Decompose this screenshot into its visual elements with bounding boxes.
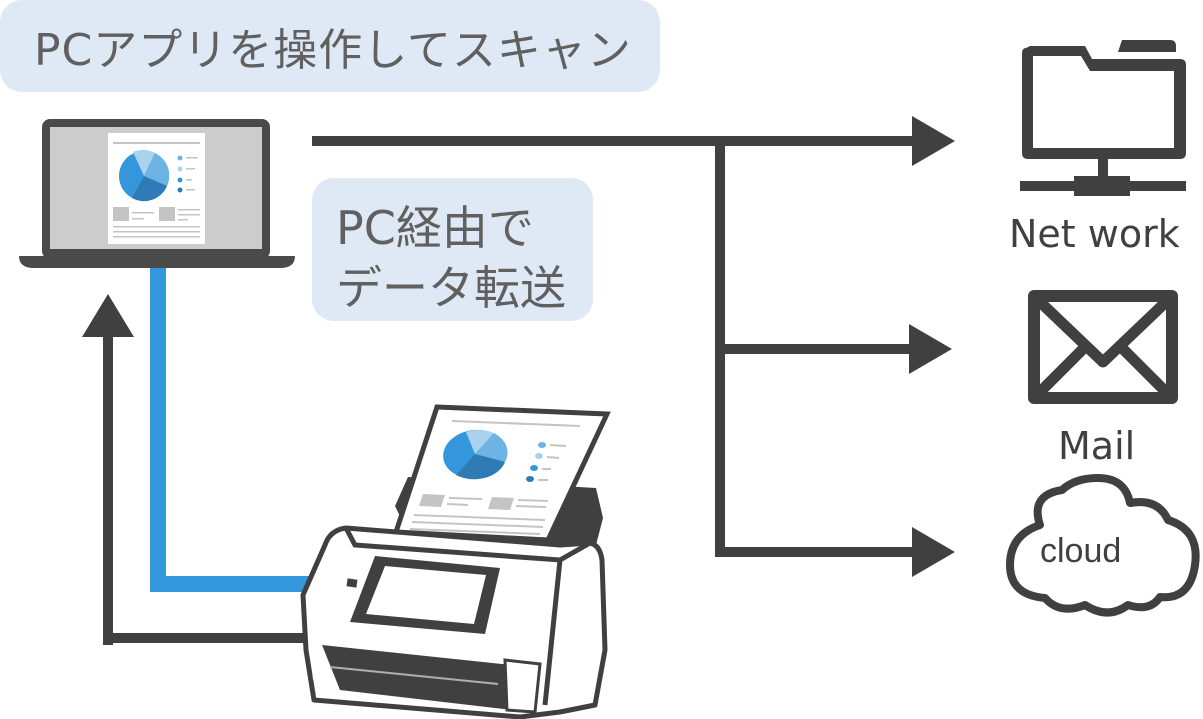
laptop-icon bbox=[19, 119, 295, 268]
envelope-icon bbox=[1028, 290, 1178, 404]
cloud-icon bbox=[1006, 474, 1200, 617]
pc-transfer-line2: データ転送 bbox=[336, 261, 566, 315]
scanner-document-icon bbox=[392, 404, 611, 543]
banner-text: PCアプリを操作してスキャン bbox=[34, 25, 632, 76]
destination-label-mail: Mail bbox=[1058, 424, 1136, 468]
destination-label-network: Net work bbox=[1009, 212, 1180, 256]
arrow-to-cloud bbox=[912, 527, 955, 577]
destination-label-cloud: cloud bbox=[1040, 532, 1122, 570]
scanner-device-icon bbox=[300, 404, 611, 719]
scan-return-arrow bbox=[82, 294, 306, 645]
pc-connection-line bbox=[150, 268, 312, 592]
distribution-arrows bbox=[312, 116, 955, 577]
arrow-to-mail bbox=[909, 324, 952, 374]
laptop-document-icon bbox=[108, 133, 205, 244]
network-folder-icon bbox=[1020, 40, 1186, 196]
arrow-to-network bbox=[912, 116, 955, 166]
pc-transfer-label: PC経由で データ転送 bbox=[312, 178, 593, 321]
pc-transfer-line1: PC経由で bbox=[336, 201, 534, 255]
scan-via-pc-app-banner: PCアプリを操作してスキャン bbox=[0, 0, 660, 92]
